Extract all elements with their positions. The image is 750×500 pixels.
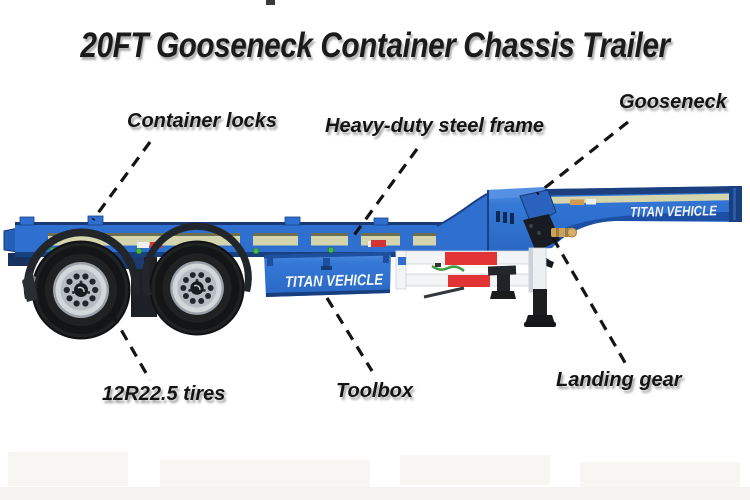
toolbox: TITAN VEHICLE: [264, 252, 391, 297]
side-guard: [395, 250, 541, 299]
callout-toolbox: Toolbox: [336, 380, 414, 402]
callout-line-container-locks: [91, 141, 152, 221]
top-edge-mark: [266, 0, 275, 5]
watermark-block: [580, 462, 740, 488]
callout-landing-gear: Landing gear: [556, 369, 682, 391]
watermark-bar: [0, 487, 750, 500]
wheel-rear: [32, 241, 130, 339]
fenders: [22, 222, 252, 302]
gooseneck-brand-text: TITAN VEHICLE: [630, 202, 718, 220]
callout-steel-frame: Heavy-duty steel frame: [325, 115, 544, 137]
callout-line-toolbox: [325, 297, 374, 372]
gooseneck: TITAN VEHICLE: [436, 186, 742, 253]
callout-line-gooseneck: [536, 120, 629, 196]
watermark-block: [160, 460, 370, 488]
landing-gear: [487, 247, 556, 327]
wheel-front: [150, 241, 244, 335]
callout-tires: 12R22.5 tires: [102, 383, 226, 405]
container-lock-tabs: [19, 215, 389, 226]
toolbox-brand-text: TITAN VEHICLE: [285, 272, 384, 292]
callout-lines: [91, 120, 629, 381]
landing-gear-crank: [423, 286, 465, 299]
callout-line-landing-gear: [551, 237, 629, 367]
callout-line-tires: [110, 313, 152, 381]
kingpin: [551, 227, 577, 238]
page-title: 20FT Gooseneck Container Chassis Trailer: [80, 26, 670, 65]
abs-cable: [431, 264, 465, 272]
callout-gooseneck: Gooseneck: [619, 91, 727, 113]
watermark-block: [8, 452, 128, 486]
watermark-block: [400, 455, 550, 485]
callout-container-locks: Container locks: [127, 110, 278, 132]
